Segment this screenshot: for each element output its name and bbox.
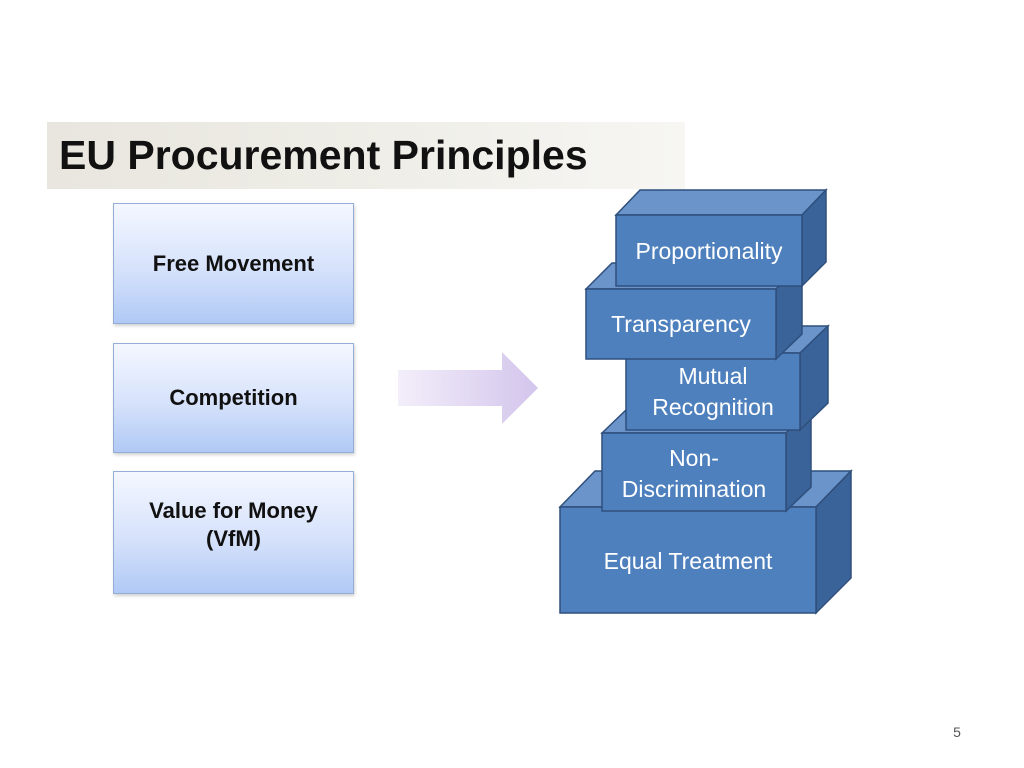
block-label-mutual-recognition: Mutual Recognition	[626, 361, 800, 423]
right-arrow-icon	[398, 352, 538, 424]
block-label-non-discrimination: Non-Discrimination	[602, 443, 786, 505]
slide-title: EU Procurement Principles	[59, 132, 588, 178]
page-number: 5	[953, 724, 961, 740]
block-proportionality	[614, 188, 828, 288]
principle-label: Competition	[169, 385, 298, 411]
block-label-transparency: Transparency	[611, 311, 751, 337]
principle-box-competition: Competition	[113, 343, 354, 453]
principle-label: Value for Money (VfM)	[149, 498, 318, 551]
block-label-equal-treatment: Equal Treatment	[603, 548, 773, 574]
block-label-text: Non-Discrimination	[621, 445, 767, 502]
block-label-text: Mutual Recognition	[652, 363, 774, 420]
principle-box-value-for-money: Value for Money (VfM)	[113, 471, 354, 594]
title-bar: EU Procurement Principles	[47, 122, 685, 189]
principle-label: Free Movement	[152, 250, 315, 276]
block-label-proportionality: Proportionality	[635, 238, 783, 264]
principle-box-free-movement: Free Movement	[113, 203, 354, 324]
